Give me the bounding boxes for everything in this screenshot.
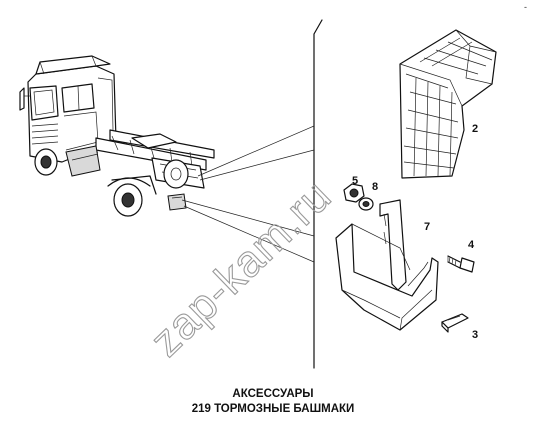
part-3-plate (441, 313, 469, 333)
caption-subtitle: 219 ТОРМОЗНЫЕ БАШМАКИ (191, 403, 355, 415)
callout-5: 5 (352, 175, 358, 187)
callout-3: 3 (472, 329, 478, 341)
leader-lines (181, 125, 315, 263)
part-8-washer (358, 197, 374, 211)
part-4-bolt (447, 255, 475, 273)
callout-2: 2 (472, 123, 478, 135)
callout-8: 8 (372, 181, 378, 193)
corner-mark: - (524, 2, 527, 12)
part-7-chock-holder (335, 199, 439, 331)
callout-4: 4 (468, 239, 475, 251)
part-2-wheel-chock (399, 29, 497, 179)
truck-illustration (19, 55, 215, 217)
callout-7: 7 (424, 221, 430, 233)
part-5-nut (343, 183, 365, 203)
divider-line (313, 19, 323, 369)
caption-title: АКСЕССУАРЫ (232, 388, 314, 400)
